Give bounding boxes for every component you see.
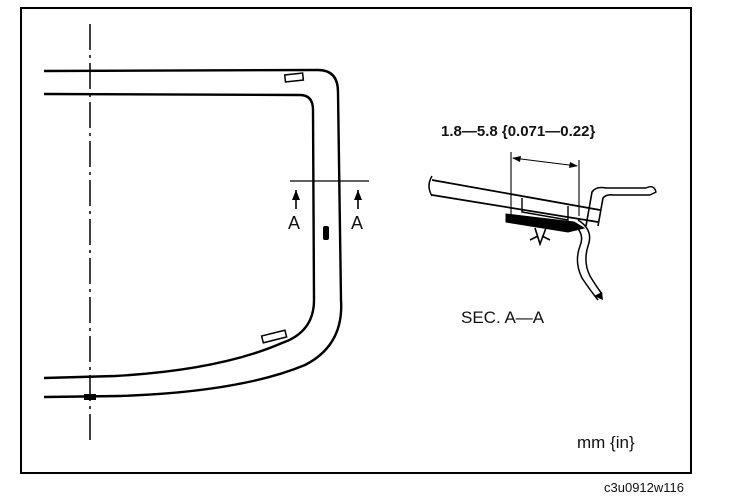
- figure-border: [20, 7, 692, 474]
- section-body-flange-end: [645, 185, 657, 196]
- spacer-top: [283, 72, 305, 83]
- figure-code: c3u0912w116: [604, 480, 684, 495]
- dimension-label: 1.8—5.8 {0.071—0.22}: [441, 123, 595, 140]
- section-mark-right: A: [351, 213, 363, 233]
- dimension-arrowhead-left: [512, 156, 521, 162]
- section-arrowhead-right: [354, 190, 362, 200]
- unit-label: mm {in}: [577, 433, 635, 452]
- clip-bottom: [84, 394, 96, 400]
- dimension-line: [512, 157, 578, 167]
- section-glass: [431, 179, 601, 223]
- section-body-flange: [585, 186, 650, 227]
- section-body-panel-end: [594, 292, 603, 300]
- glass-inner-edge: [43, 92, 316, 380]
- clip-side: [323, 226, 329, 240]
- section-arrowhead-left: [292, 190, 300, 200]
- spacer-bottom: [260, 329, 288, 344]
- section-glass-break: [428, 175, 433, 197]
- dimension-arrowhead-right: [569, 162, 578, 168]
- section-body-panel: [569, 219, 603, 301]
- section-mark-left: A: [288, 213, 300, 233]
- section-fastener: [529, 227, 551, 247]
- section-title: SEC. A—A: [461, 308, 545, 327]
- section-urethane: [505, 213, 586, 233]
- glass-outer-edge: [43, 68, 343, 399]
- section-spacer: [521, 198, 569, 221]
